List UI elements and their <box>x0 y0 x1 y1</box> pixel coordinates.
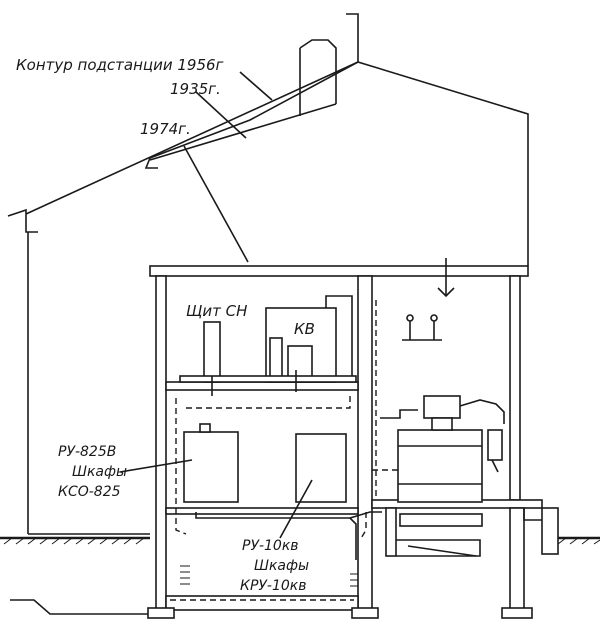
leader-ru10 <box>279 479 313 539</box>
roof-contour-1956 <box>149 13 529 266</box>
label-1974: 1974г. <box>140 120 191 138</box>
label-ru10-line2: Шкафы <box>254 558 309 574</box>
label-ru825-line2: Шкафы <box>72 464 127 480</box>
roof-contour-1974 <box>7 61 359 534</box>
label-ru10-line1: РУ-10кв <box>242 538 299 554</box>
cabinets-kru-10kv <box>295 433 347 503</box>
insulators <box>380 399 505 473</box>
label-ru10-line3: КРУ-10кв <box>240 578 307 594</box>
label-ru825-line3: КСО-825 <box>58 484 121 500</box>
leader-1956 <box>239 71 273 101</box>
leader-1935 <box>195 91 247 139</box>
label-shchit-sn: Щит СН <box>186 302 247 320</box>
roof-contour-1935 <box>144 48 359 169</box>
isolator-switches <box>402 314 442 341</box>
outdoor-support <box>541 507 559 555</box>
leader-ru825 <box>119 459 193 473</box>
shchit-sn-panels <box>203 295 353 383</box>
leader-1974 <box>183 145 249 263</box>
dashed-cable-route <box>175 398 187 535</box>
cable-tray <box>179 375 357 383</box>
cable-terminals <box>180 565 358 587</box>
building-structure <box>10 265 543 619</box>
label-ru825-line1: РУ-825В <box>58 444 116 460</box>
label-kv: КВ <box>294 320 315 338</box>
ground-hatching-left <box>0 536 150 545</box>
transformer <box>397 395 483 503</box>
label-contour-1956: Контур подстанции 1956г <box>16 56 224 74</box>
label-1935: 1935г. <box>170 80 221 98</box>
cabinets-kso-825 <box>183 423 239 503</box>
oil-pit <box>396 513 483 557</box>
